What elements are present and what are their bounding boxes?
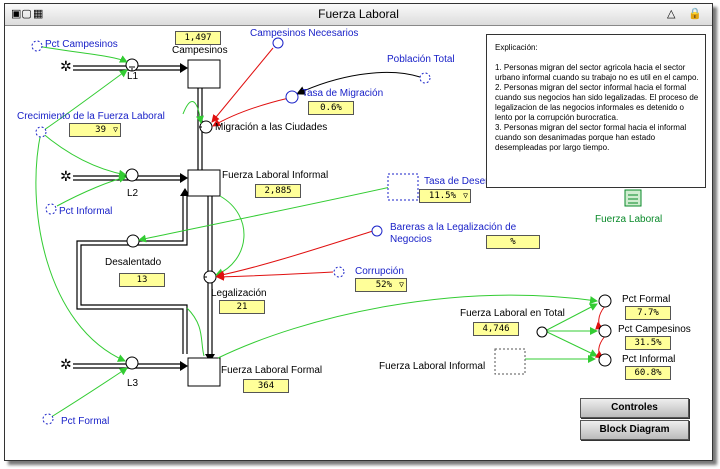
label-out-pct-formal: Pct Formal [622, 294, 671, 305]
label-l2: L2 [127, 188, 139, 199]
dropdown-arrow-icon: ▽ [399, 280, 404, 289]
value-out-pct-campesinos: 31.5% [625, 336, 671, 350]
block-diagram-button[interactable]: Block Diagram [580, 420, 689, 440]
explanation-body: 1. Personas migran del sector agricola h… [495, 63, 699, 152]
title-bar: ▣▢ ▦ Fuerza Laboral △ 🔒 [5, 4, 712, 26]
value-tasa-migracion: 0.6% [308, 101, 354, 115]
label-l1: L1 [127, 71, 139, 82]
label-crecimiento: Crecimiento de la Fuerza Laboral [17, 111, 165, 122]
value-bareras: % [486, 235, 540, 249]
label-campesinos-necesarios: Campesinos Necesarios [250, 28, 359, 39]
label-l3: L3 [127, 378, 139, 389]
cloud-icon: ✲ [60, 356, 72, 372]
label-formal: Fuerza Laboral Formal [221, 365, 323, 376]
label-campesinos: Campesinos [172, 45, 228, 56]
converter-crecimiento[interactable] [35, 126, 47, 138]
value-crecimiento[interactable]: 39▽ [69, 123, 121, 137]
ghost-tasa-desempleo[interactable] [387, 173, 419, 201]
value-out-pct-informal: 60.8% [625, 366, 671, 380]
value-campesinos: 1,497 [175, 31, 221, 45]
value-formal: 364 [243, 379, 289, 393]
grid-icon[interactable]: ▦ [33, 8, 44, 20]
label-pct-informal-in: Pct Informal [59, 206, 113, 217]
valve-l3[interactable] [125, 356, 139, 370]
value-out-pct-formal: 7.7% [625, 306, 671, 320]
valve-stems [129, 66, 207, 278]
label-tasa-migracion: Tasa de Migración [302, 88, 384, 99]
converter-campesinos-necesarios[interactable] [272, 37, 284, 49]
label-poblacion-total: Población Total [387, 54, 455, 65]
value-fl-total: 4,746 [473, 322, 519, 336]
valve-l2[interactable] [125, 168, 139, 182]
ghost-pct-formal[interactable] [42, 413, 54, 425]
label-desalentado: Desalentado [105, 257, 162, 268]
layers-icon[interactable]: ▣▢ [11, 8, 32, 20]
connector-poblacion [296, 71, 421, 95]
value-legalizacion: 21 [219, 300, 265, 314]
converter-fl-total[interactable] [536, 326, 548, 338]
value-tasa-desempleo[interactable]: 11.5%▽ [419, 189, 471, 203]
label-fl-informal-ghost: Fuerza Laboral Informal [379, 361, 486, 372]
controles-button[interactable]: Controles [580, 398, 689, 418]
converter-tasa-migracion[interactable] [285, 90, 299, 104]
explanation-panel: Explicación: 1. Personas migran del sect… [486, 34, 706, 188]
stock-informal[interactable] [187, 169, 221, 197]
lock-icon[interactable]: 🔒 [688, 8, 702, 20]
valve-desalentado[interactable] [126, 234, 140, 248]
label-legalizacion: Legalización [211, 288, 267, 299]
stock-formal[interactable] [187, 357, 221, 387]
label-tasa-desempleo: Tasa de Desempleo [424, 176, 513, 187]
label-out-pct-campesinos: Pct Campesinos [618, 324, 691, 335]
label-bareras: Bareras a la Legalización de Negocios [390, 222, 517, 245]
dropdown-arrow-icon: ▽ [463, 191, 468, 200]
label-pct-formal-in: Pct Formal [61, 416, 110, 427]
ghost-corrupcion[interactable] [333, 266, 345, 278]
diagram-canvas: ✲ ✲ ✲ [31, 37, 642, 425]
cloud-icons: ✲ ✲ ✲ [60, 58, 72, 372]
ghost-pct-informal[interactable] [45, 203, 57, 215]
green-connectors [35, 45, 598, 420]
label-migracion: Migración a las Ciudades [215, 122, 328, 133]
flow-pipe-desalentado [76, 196, 184, 354]
window-title: Fuerza Laboral [318, 7, 399, 21]
converter-bareras[interactable] [371, 225, 383, 237]
label-out-pct-informal: Pct Informal [622, 354, 676, 365]
model-window: ▣▢ ▦ Fuerza Laboral △ 🔒 [4, 3, 713, 461]
cloud-icon: ✲ [60, 58, 72, 74]
label-fl-total: Fuerza Laboral en Total [460, 308, 565, 319]
explanation-heading: Explicación: [495, 43, 538, 52]
label-corrupcion: Corrupción [355, 266, 404, 277]
ghost-poblacion-total[interactable] [419, 72, 431, 84]
label-module: Fuerza Laboral [595, 214, 663, 225]
label-informal: Fuerza Laboral Informal [222, 170, 329, 181]
converter-out-pct-campesinos[interactable] [598, 324, 612, 338]
converters [31, 37, 612, 425]
module-icon[interactable] [624, 189, 642, 207]
converter-out-pct-formal[interactable] [598, 294, 612, 308]
value-informal: 2,885 [255, 184, 301, 198]
converter-out-pct-informal[interactable] [598, 353, 612, 367]
value-desalentado: 13 [119, 273, 165, 287]
dropdown-arrow-icon: ▽ [113, 125, 118, 134]
stock-campesinos[interactable] [187, 59, 221, 89]
ghost-fl-informal[interactable] [494, 348, 526, 375]
label-pct-campesinos-in: Pct Campesinos [45, 39, 118, 50]
cloud-icon: ✲ [60, 168, 72, 184]
value-corrupcion[interactable]: 52%▽ [355, 278, 407, 292]
scroll-up-icon[interactable]: △ [667, 8, 676, 20]
ghost-pct-campesinos[interactable] [31, 40, 43, 52]
